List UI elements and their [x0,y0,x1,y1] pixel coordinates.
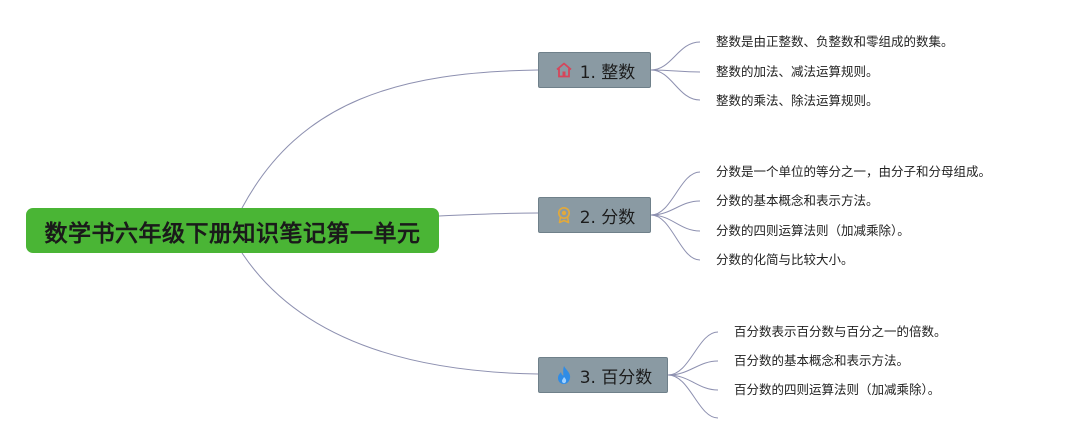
leaf-item[interactable]: 分数的四则运算法则（加减乘除）。 [716,223,910,238]
branch-1-leaf-2-line [650,69,701,73]
branch-2-leaf-4-line [650,214,701,261]
branch-2-leaf-2-line [650,200,701,216]
root-to-branch-2-line [438,212,539,217]
branch-1-leaf-3-line [650,69,701,101]
leaf-item[interactable]: 整数的加法、减法运算规则。 [716,64,879,79]
leaf-item[interactable]: 百分数的基本概念和表示方法。 [734,353,910,368]
leaf-item[interactable]: 分数的化简与比较大小。 [716,252,854,267]
home-icon [554,60,574,80]
branch-topic-3[interactable]: 3. 百分数 [538,357,668,393]
award-icon [554,205,574,225]
branch-2-leaf-1-line [650,171,701,216]
branch-topic-2[interactable]: 2. 分数 [538,197,651,233]
branch-3-leaf-4-line [667,374,719,419]
branch-3-leaf-1-line [667,331,719,376]
leaf-item[interactable]: 分数是一个单位的等分之一，由分子和分母组成。 [716,164,992,179]
branch-topic-3-label: 3. 百分数 [579,367,653,388]
leaf-item[interactable]: 分数的基本概念和表示方法。 [716,193,879,208]
leaf-item[interactable]: 整数的乘法、除法运算规则。 [716,93,879,108]
branch-topic-1-label: 1. 整数 [579,62,636,83]
root-topic-label: 数学书六年级下册知识笔记第一单元 [44,220,421,247]
branch-1-leaf-1-line [650,41,701,71]
leaf-item[interactable]: 整数是由正整数、负整数和零组成的数集。 [716,34,954,49]
flame-icon [554,365,574,385]
branch-topic-1[interactable]: 1. 整数 [538,52,651,88]
root-to-branch-3-line [241,252,539,375]
branch-topic-2-label: 2. 分数 [579,207,636,228]
branch-3-leaf-2-line [667,360,719,376]
leaf-item[interactable]: 百分数的四则运算法则（加减乘除）。 [734,382,941,397]
leaf-item[interactable]: 百分数表示百分数与百分之一的倍数。 [734,324,947,339]
root-to-branch-1-line [241,69,539,209]
root-topic[interactable]: 数学书六年级下册知识笔记第一单元 [26,208,439,253]
